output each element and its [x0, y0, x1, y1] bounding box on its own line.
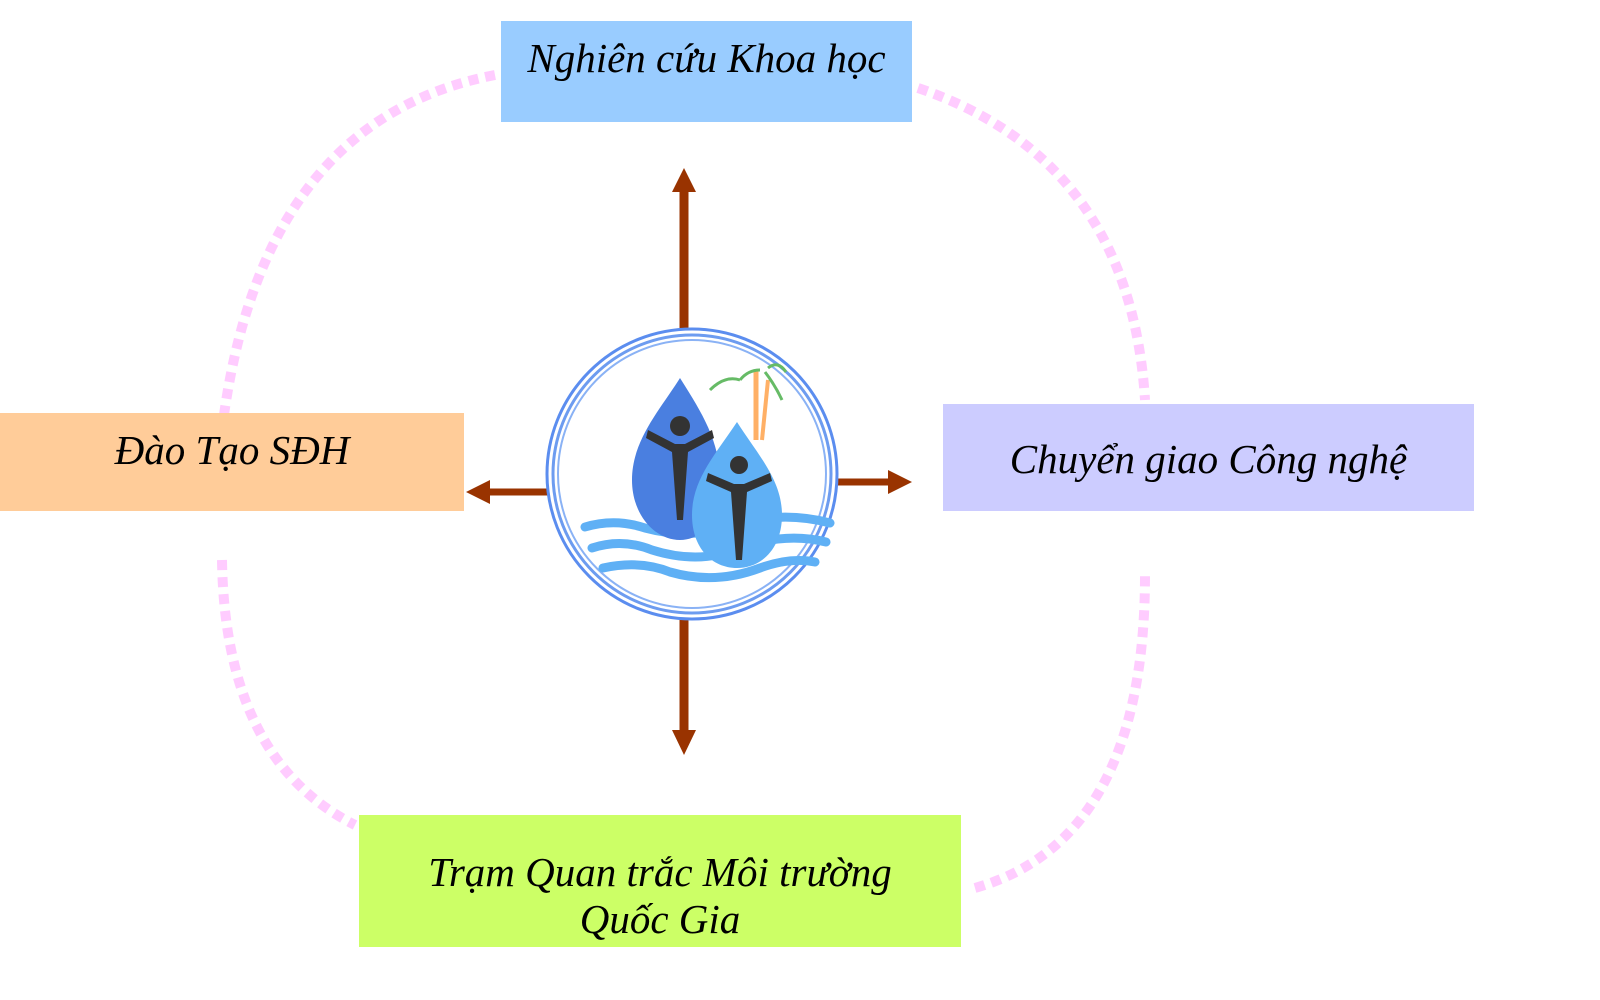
person-figure-icon: [646, 416, 714, 520]
ring-arc-bottom-right: [973, 574, 1150, 893]
person-figure-icon: [706, 456, 772, 560]
node-research-label: Nghiên cứu Khoa học: [527, 35, 886, 81]
node-monitoring-station: Trạm Quan trắc Môi trường Quốc Gia: [359, 815, 961, 947]
arrow-up: [672, 168, 696, 328]
node-research: Nghiên cứu Khoa học: [501, 21, 912, 122]
node-monitoring-station-label-line2: Quốc Gia: [579, 895, 741, 942]
bamboo-icon: [708, 363, 788, 441]
water-drops-people-logo-icon: [545, 327, 839, 621]
node-technology-transfer: Chuyển giao Công nghệ: [943, 404, 1474, 511]
node-technology-transfer-label: Chuyển giao Công nghệ: [1009, 435, 1408, 482]
arrow-down: [672, 620, 696, 755]
ring-arc-top-right: [916, 83, 1150, 401]
node-monitoring-station-label-line1: Trạm Quan trắc Môi trường: [428, 848, 892, 895]
node-postgraduate-training: Đào Tạo SĐH: [0, 413, 464, 511]
ring-arc-top-left: [217, 70, 496, 431]
ring-arc-bottom-left: [217, 559, 358, 830]
node-postgraduate-training-label: Đào Tạo SĐH: [114, 427, 350, 473]
